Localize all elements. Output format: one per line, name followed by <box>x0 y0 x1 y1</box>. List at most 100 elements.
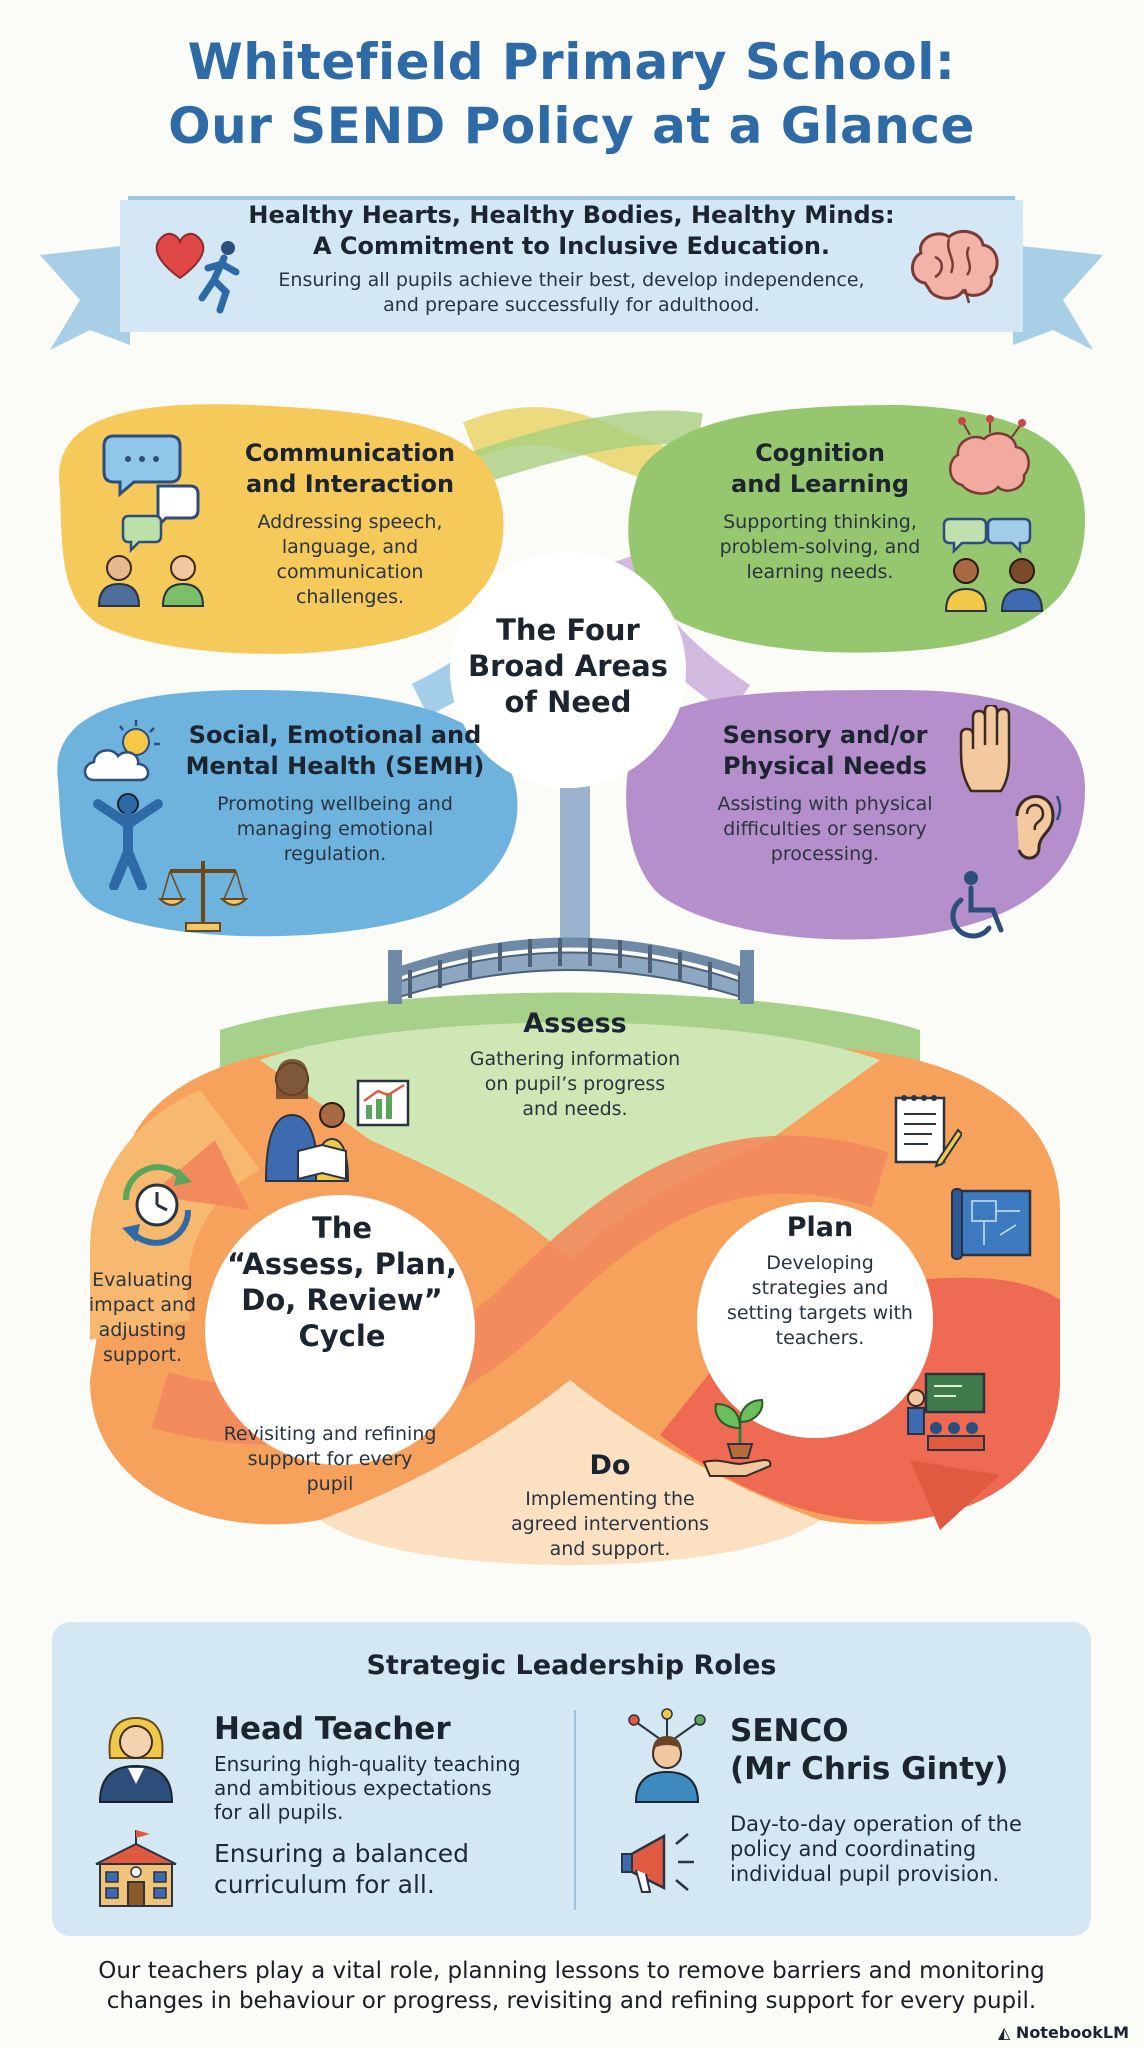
senco-network-avatar-icon <box>628 1708 706 1803</box>
review-text-line2: impact and <box>88 1294 197 1316</box>
runner-icon <box>198 241 240 314</box>
sensory-title-line1: Sensory and/or <box>722 721 928 749</box>
senco-text-line3: individual pupil provision. <box>730 1862 1000 1886</box>
cognition-text-line3: learning needs. <box>746 561 894 583</box>
cycle-center-line2: “Assess, Plan, <box>226 1247 458 1281</box>
cognition-text: Cognition and Learning Supporting thinki… <box>690 438 950 585</box>
cycle-center-circle <box>205 1195 475 1465</box>
communication-title-line2: and Interaction <box>245 470 455 498</box>
megaphone-icon <box>621 1833 694 1893</box>
banner-heading-line2: A Commitment to Inclusive Education. <box>312 232 831 260</box>
cognition-text-line1: Supporting thinking, <box>723 511 917 533</box>
sensory-title-line2: Physical Needs <box>723 752 927 780</box>
plan-text-line1: Developing <box>766 1252 874 1274</box>
cognition-title-line1: Cognition <box>755 439 885 467</box>
notepad-icon <box>894 1095 962 1168</box>
semh-title-line1: Social, Emotional and <box>188 721 482 749</box>
senco-card: SENCO (Mr Chris Ginty) Day-to-day operat… <box>730 1712 1070 1887</box>
head-teacher-text2-line2: curriculum for all. <box>214 1870 435 1899</box>
needs-center-line1: The Four <box>496 613 640 647</box>
plan-circle <box>697 1202 933 1438</box>
brand-mark: ◭ NotebookLM <box>998 2023 1129 2042</box>
page-title: Whitefield Primary School: Our SEND Poli… <box>0 30 1143 158</box>
semh-text-line3: regulation. <box>283 843 387 865</box>
footer-text: Our teachers play a vital role, planning… <box>40 1956 1103 2016</box>
refine-text-line3: pupil <box>306 1473 354 1495</box>
assess-text-line2: on pupil’s progress <box>484 1073 666 1095</box>
banner-text-line2: and prepare successfully for adulthood. <box>383 294 760 316</box>
banner-text: Healthy Hearts, Healthy Bodies, Healthy … <box>200 200 943 318</box>
brand-label: NotebookLM <box>1015 2023 1129 2042</box>
page-title-line2: Our SEND Policy at a Glance <box>168 97 975 155</box>
clock-cycle-icon <box>122 1164 192 1246</box>
notebooklm-logo-icon: ◭ <box>998 2023 1011 2042</box>
head-teacher-text-line3: for all pupils. <box>214 1800 344 1824</box>
cognition-title-line2: and Learning <box>731 470 909 498</box>
children-talking-icon <box>942 517 1044 612</box>
head-teacher-avatar-icon <box>98 1716 174 1803</box>
page-title-line1: Whitefield Primary School: <box>187 33 956 91</box>
hand-icon <box>959 705 1011 793</box>
semh-text-line1: Promoting wellbeing and <box>217 793 453 815</box>
blueprint-icon <box>951 1188 1032 1260</box>
review-text-line1: Evaluating <box>92 1269 193 1291</box>
balance-scale-icon <box>158 861 248 932</box>
senco-text-line1: Day-to-day operation of the <box>730 1812 1022 1836</box>
plant-hand-icon <box>702 1398 772 1477</box>
leadership-panel: Strategic Leadership Roles <box>52 1622 1091 1936</box>
senco-title-line1: SENCO <box>730 1713 849 1749</box>
needs-center-line3: of Need <box>504 685 632 719</box>
communication-text-line3: communication <box>276 561 424 583</box>
sensory-text: Sensory and/or Physical Needs Assisting … <box>690 720 960 867</box>
wheelchair-icon <box>950 871 1004 939</box>
head-teacher-text-line1: Ensuring high-quality teaching <box>214 1752 521 1776</box>
brain-network-icon <box>949 415 1030 495</box>
needs-center-line2: Broad Areas <box>468 649 668 683</box>
communication-text-line4: challenges. <box>295 586 405 608</box>
communication-text-line1: Addressing speech, <box>257 511 443 533</box>
cycle-center-line1: The <box>311 1211 373 1245</box>
semh-title-line2: Mental Health (SEMH) <box>185 752 485 780</box>
cycle-center-line3: Do, Review” <box>241 1283 443 1317</box>
senco-text-line2: policy and coordinating <box>730 1837 977 1861</box>
sensory-text-line3: processing. <box>770 843 880 865</box>
banner-ribbon <box>40 196 1103 350</box>
sensory-text-line2: difficulties or sensory <box>723 818 927 840</box>
brain-icon <box>911 229 999 304</box>
communication-text-line2: language, and <box>281 536 419 558</box>
sun-cloud-icon <box>83 720 160 782</box>
plan-text-line2: strategies and <box>751 1277 889 1299</box>
two-people-icon <box>97 514 205 607</box>
footer-line2: changes in behaviour or progress, revisi… <box>106 1988 1037 2014</box>
do-title: Do <box>589 1450 631 1481</box>
school-building-icon <box>95 1830 177 1907</box>
do-text-line2: agreed interventions <box>510 1513 710 1535</box>
plan-text-line4: teachers. <box>775 1327 865 1349</box>
sensory-text-line1: Assisting with physical <box>717 793 933 815</box>
review-text: Evaluating impact and adjusting support. <box>80 1268 205 1368</box>
cognition-text-line2: problem-solving, and <box>719 536 921 558</box>
speech-bubbles-icon <box>102 434 200 530</box>
communication-title-line1: Communication <box>244 439 456 467</box>
semh-text: Social, Emotional and Mental Health (SEM… <box>170 720 500 867</box>
assess-title: Assess <box>523 1008 627 1039</box>
senco-title-line2: (Mr Chris Ginty) <box>730 1751 1009 1787</box>
person-arms-up-icon <box>93 793 163 890</box>
head-teacher-title: Head Teacher <box>214 1711 451 1747</box>
review-text-line4: support. <box>103 1344 182 1366</box>
banner-text-line1: Ensuring all pupils achieve their best, … <box>278 269 865 291</box>
heart-icon <box>155 232 205 280</box>
head-teacher-text-line2: and ambitious expectations <box>214 1776 492 1800</box>
refine-text-line2: support for every <box>247 1448 413 1470</box>
teacher-board-icon <box>907 1372 986 1451</box>
cycle-center-line4: Cycle <box>298 1319 386 1353</box>
communication-text: Communication and Interaction Addressing… <box>210 438 490 610</box>
do-text: Do Implementing the agreed interventions… <box>470 1450 750 1562</box>
head-teacher-card: Head Teacher Ensuring high-quality teach… <box>214 1710 544 1900</box>
plan-text: Plan Developing strategies and setting t… <box>700 1212 940 1351</box>
assess-text: Assess Gathering information on pupil’s … <box>430 1008 720 1122</box>
head-teacher-text2-line1: Ensuring a balanced <box>214 1839 469 1868</box>
banner-heading-line1: Healthy Hearts, Healthy Bodies, Healthy … <box>248 201 895 229</box>
leadership-title: Strategic Leadership Roles <box>366 1650 777 1681</box>
ear-icon <box>1015 795 1062 860</box>
